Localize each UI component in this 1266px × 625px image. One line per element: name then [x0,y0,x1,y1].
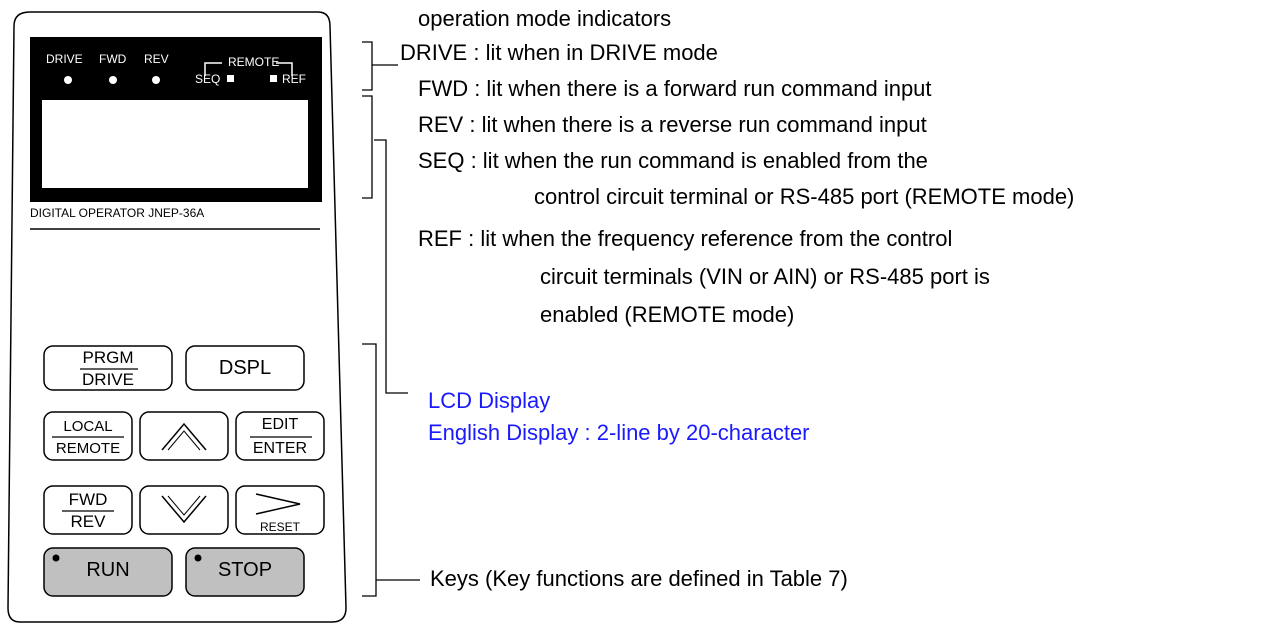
down-arrow-inner-icon [167,495,201,516]
seq-indicator-label: SEQ [195,72,221,86]
drive-note: DRIVE : lit when in DRIVE mode [400,40,718,65]
remote-key-label: REMOTE [55,440,121,457]
fwd-rev-key[interactable] [43,485,133,535]
up-key[interactable] [139,411,229,461]
local-key-label: LOCAL [63,418,113,435]
fwd-note: FWD : lit when there is a forward run co… [418,76,932,101]
fwd-indicator-label: FWD [99,52,127,66]
prgm-drive-key[interactable] [43,345,173,391]
reset-key-label: RESET [259,520,300,534]
prgm-key-label: PRGM [82,348,134,367]
lcd-window [42,100,308,188]
edit-enter-key[interactable] [235,411,325,461]
fwd-key-label: FWD [68,490,108,509]
ref-note-line1: REF : lit when the frequency reference f… [418,226,953,251]
fwd-led [109,76,117,84]
enter-key-label: ENTER [252,440,308,457]
dspl-key[interactable] [185,345,305,391]
local-remote-key[interactable] [43,411,133,461]
keys-bracket [362,343,420,597]
drive-indicator-label: DRIVE [46,52,83,66]
run-key-label: RUN [86,559,130,581]
lcd-bracket [362,95,373,199]
ref-led [270,75,277,82]
reset-key[interactable] [235,485,325,535]
ref-note-line3: enabled (REMOTE mode) [540,302,795,327]
ref-indicator-label: REF [282,72,306,86]
run-key[interactable] [43,547,173,597]
keys-note: Keys (Key functions are defined in Table… [430,566,848,591]
dspl-key-label: DSPL [218,357,272,379]
right-arrow-icon [255,493,301,515]
rev-note: REV : lit when there is a reverse run co… [418,112,927,137]
rev-indicator-label: REV [144,52,169,66]
rev-led [152,76,160,84]
up-arrow-inner-icon [167,430,201,451]
remote-indicator-label: REMOTE [228,55,280,69]
up-arrow-icon [161,422,207,451]
indicators-heading: operation mode indicators [418,6,672,31]
lcd-note-line1: LCD Display [428,388,551,413]
rev-key-label: REV [70,512,106,531]
stop-key[interactable] [185,547,305,597]
edit-key-label: EDIT [261,416,299,433]
down-arrow-icon [161,495,207,524]
seq-note-line1: SEQ : lit when the run command is enable… [418,148,928,173]
drive-led [64,76,72,84]
lcd-leader [374,139,408,394]
stop-key-label: STOP [217,559,273,581]
lcd-note-line2: English Display : 2-line by 20-character [428,420,810,445]
indicator-bracket [362,41,398,91]
stop-led [194,554,202,562]
seq-note-line2: control circuit terminal or RS-485 port … [534,184,1075,209]
ref-note-line2: circuit terminals (VIN or AIN) or RS-485… [540,264,990,289]
model-label: DIGITAL OPERATOR JNEP-36A [30,206,205,220]
down-key[interactable] [139,485,229,535]
run-led [52,554,60,562]
remote-bracket [204,62,293,76]
drive-key-label: DRIVE [82,370,134,389]
seq-led [227,75,234,82]
